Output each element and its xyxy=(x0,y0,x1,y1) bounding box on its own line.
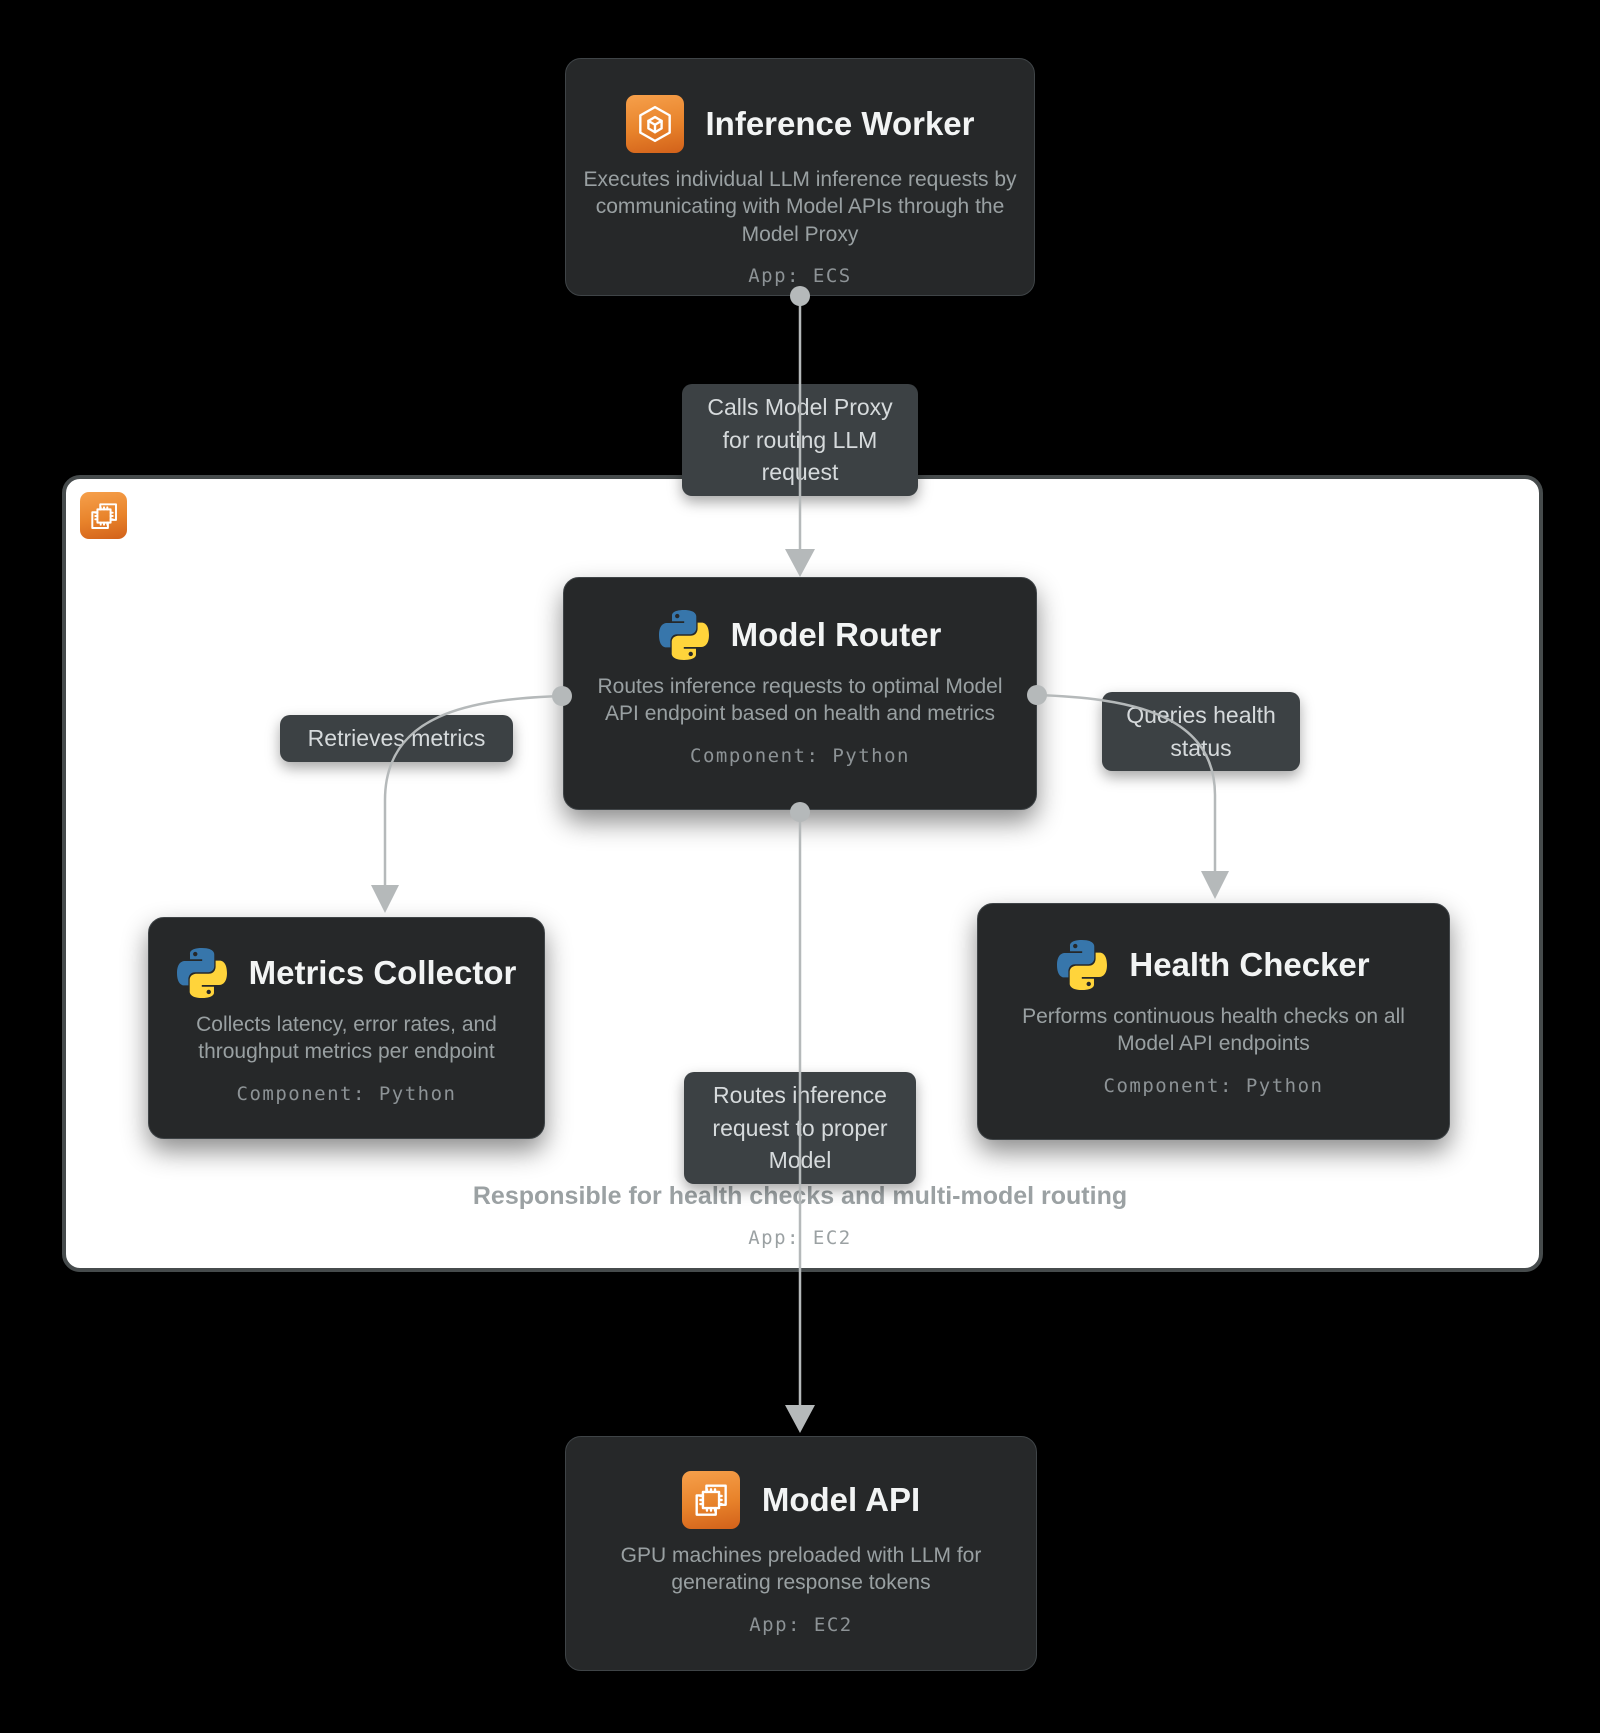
ec2-icon xyxy=(80,492,127,539)
ec2-icon xyxy=(681,1471,740,1529)
node-metrics-collector[interactable]: Metrics Collector Collects latency, erro… xyxy=(148,917,545,1139)
python-icon xyxy=(176,948,227,998)
group-app-label: App: EC2 xyxy=(748,1227,852,1249)
node-description: Routes inference requests to optimal Mod… xyxy=(597,675,1003,726)
edge-label-queries-health-status[interactable]: Queries health status xyxy=(1102,692,1300,772)
node-title: Health Checker xyxy=(1129,946,1370,983)
node-title: Model Router xyxy=(730,616,942,653)
group-caption: Responsible for health checks and multi-… xyxy=(472,1182,1128,1210)
node-header: Metrics Collector xyxy=(176,948,517,998)
node-model-api[interactable]: Model API GPU machines preloaded with LL… xyxy=(565,1436,1037,1671)
edge-label-routes-inference[interactable]: Routes inference request to proper Model xyxy=(684,1072,916,1184)
node-component-label: Component: Python xyxy=(690,744,910,767)
ecs-icon xyxy=(625,95,684,153)
node-description: Performs continuous health checks on all… xyxy=(1022,1005,1405,1056)
node-title: Metrics Collector xyxy=(248,954,517,991)
node-model-router[interactable]: Model Router Routes inference requests t… xyxy=(563,577,1037,810)
node-header: Model API xyxy=(681,1471,921,1529)
node-app-label: App: EC2 xyxy=(749,1613,853,1636)
node-description: GPU machines preloaded with LLM for gene… xyxy=(620,1544,982,1595)
node-inference-worker[interactable]: Inference Worker Executes individual LLM… xyxy=(565,58,1035,296)
node-header: Model Router xyxy=(658,610,942,660)
node-title: Inference Worker xyxy=(705,105,975,142)
python-icon xyxy=(658,610,709,660)
node-app-label: App: ECS xyxy=(748,264,852,287)
edge-label-calls-model-proxy[interactable]: Calls Model Proxy for routing LLM reques… xyxy=(682,384,918,496)
node-component-label: Component: Python xyxy=(236,1082,457,1105)
node-header: Inference Worker xyxy=(625,95,975,153)
node-title: Model API xyxy=(761,1481,921,1518)
arrowhead-model-api xyxy=(785,1405,815,1433)
node-component-label: Component: Python xyxy=(1103,1074,1324,1097)
python-icon xyxy=(1057,940,1108,990)
edge-label-retrieves-metrics[interactable]: Retrieves metrics xyxy=(280,715,513,762)
node-description: Executes individual LLM inference reques… xyxy=(583,168,1017,246)
node-health-checker[interactable]: Health Checker Performs continuous healt… xyxy=(977,903,1450,1140)
node-header: Health Checker xyxy=(1057,940,1370,990)
node-description: Collects latency, error rates, and throu… xyxy=(196,1013,497,1064)
